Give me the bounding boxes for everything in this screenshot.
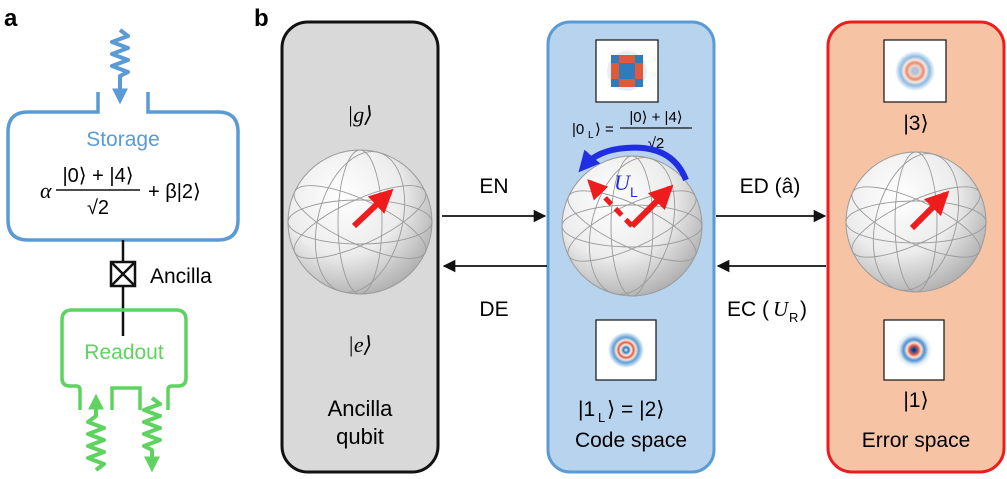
operator-ul-subscript: L (630, 184, 638, 200)
ancilla-qubit-label-line1: Ancilla (328, 396, 394, 421)
ec-label-suffix: ) (800, 298, 807, 321)
state-vector-arrow (351, 188, 394, 229)
ed-label: ED (â) (740, 175, 801, 198)
ket-g: |g⟩ (347, 102, 373, 127)
wigner-plot-ket-1 (883, 319, 945, 381)
ancilla-junction-icon (109, 260, 137, 288)
one-logical-subscript: L (598, 410, 605, 425)
error-state-vector-arrow (909, 190, 950, 231)
wigner-plot-one-logical (595, 319, 657, 381)
readout-cavity (60, 308, 188, 410)
wigner-plot-zero-logical (595, 39, 659, 103)
one-logical-rhs: ⟩ = |2⟩ (607, 398, 664, 421)
operator-ul-letter: U (614, 170, 632, 195)
rotation-ul-arrow (578, 144, 689, 182)
one-logical-definition: |1 L ⟩ = |2⟩ (578, 398, 664, 425)
storage-input-wave (110, 28, 130, 105)
readout-label: Readout (84, 341, 164, 364)
ec-label: EC ( U R ) (727, 297, 807, 325)
ancilla-qubit-label-line2: qubit (336, 424, 384, 449)
ancilla-bloch-sphere (287, 149, 433, 295)
code-bloch-sphere (561, 144, 703, 297)
ec-label-prefix: EC ( (727, 298, 769, 321)
en-label: EN (479, 175, 508, 198)
one-logical-lhs: |1 (578, 398, 595, 421)
error-bloch-sphere (845, 151, 987, 293)
operator-ul: U L (614, 170, 638, 200)
zero-logical-lhs: |0 (572, 121, 584, 138)
panel-label-a: a (4, 5, 18, 32)
ec-label-subscript: R (789, 310, 798, 325)
panel-label-b: b (254, 5, 269, 32)
zero-logical-numerator: |0⟩ + |4⟩ (629, 109, 682, 126)
storage-label: Storage (86, 128, 160, 151)
ancilla-label: Ancilla (150, 265, 212, 288)
error-space-label: Error space (862, 429, 971, 452)
zero-logical-close: ⟩ = (595, 121, 614, 138)
ket-3-label: |3⟩ (903, 112, 928, 135)
readout-output-wave (142, 396, 162, 473)
storage-state-beta-term: + β|2⟩ (148, 181, 201, 203)
storage-state-numerator: |0⟩ + |4⟩ (62, 165, 133, 187)
storage-state-denominator: √2 (87, 197, 109, 219)
code-state-vector-dashed (587, 179, 634, 228)
code-state-vector-solid (629, 184, 674, 229)
alpha-symbol: α (40, 178, 52, 203)
zero-logical-subscript: L (588, 130, 594, 141)
wigner-plot-ket-3 (883, 39, 947, 103)
zero-logical-definition: |0 L ⟩ = |0⟩ + |4⟩ √2 (572, 109, 692, 152)
de-label: DE (479, 298, 508, 321)
ket-1-label: |1⟩ (903, 389, 928, 412)
storage-state: α |0⟩ + |4⟩ √2 + β|2⟩ (40, 165, 201, 219)
readout-input-wave (86, 393, 106, 472)
ket-e: |e⟩ (348, 332, 372, 357)
code-space-label: Code space (575, 429, 687, 452)
ec-label-u: U (773, 297, 790, 321)
